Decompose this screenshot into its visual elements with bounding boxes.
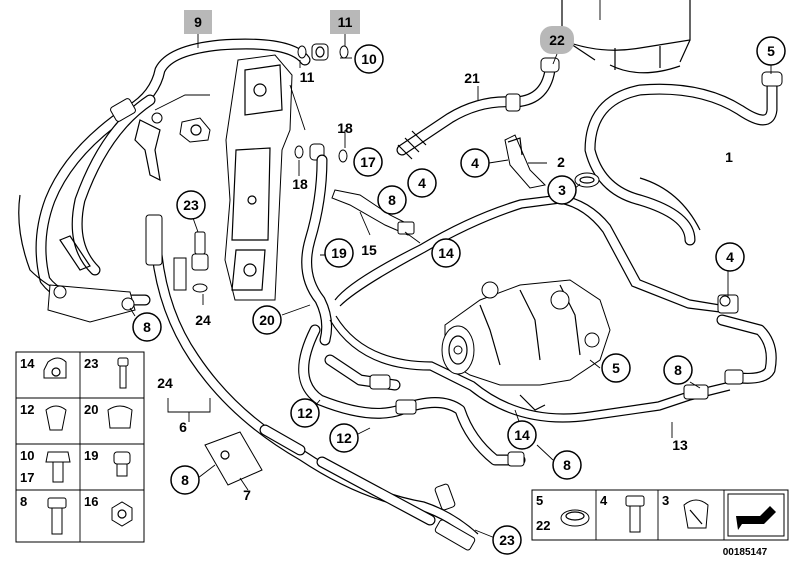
- line-13: [329, 194, 739, 423]
- legend-row2-a: 12: [20, 402, 34, 417]
- callout-22: 22: [549, 32, 565, 48]
- engine-bracket: [224, 54, 306, 301]
- callout-8e: 8: [181, 472, 189, 488]
- callout-5b-circle: [601, 353, 631, 383]
- callout-8c: 8: [674, 362, 682, 378]
- callout-4c: 4: [726, 249, 734, 265]
- legend-row3-b: 19: [84, 448, 98, 463]
- legend-row2-b: 20: [84, 402, 98, 417]
- callout-3: 3: [558, 182, 566, 198]
- callout-17: 17: [360, 154, 376, 170]
- hose-21: [396, 57, 560, 160]
- feed-line: [145, 214, 479, 551]
- callout-8e-circle: [170, 465, 200, 495]
- callout-10-circle: [354, 44, 384, 74]
- callout-15: 15: [361, 242, 377, 258]
- callout-14b: 14: [514, 427, 530, 443]
- callout-2: 2: [557, 154, 565, 170]
- callout-7: 7: [243, 487, 251, 503]
- callout-1: 1: [725, 149, 733, 165]
- seal-rings: [294, 43, 349, 163]
- callout-8a-circle: [377, 185, 407, 215]
- callout-14a-circle: [431, 238, 461, 268]
- callout-5a: 5: [767, 43, 775, 59]
- legend-row1-b: 23: [84, 356, 98, 371]
- highlight-22: [540, 26, 574, 54]
- callout-12a: 12: [297, 405, 313, 421]
- highlight-9: [184, 10, 212, 34]
- callout-23a-circle: [176, 190, 206, 220]
- hose-12: [298, 324, 526, 467]
- screw-23: [173, 231, 209, 293]
- bracket-7: [204, 431, 263, 486]
- fitting-4: [719, 295, 731, 307]
- legend-row4-b: 16: [84, 494, 98, 509]
- callout-8a: 8: [388, 192, 396, 208]
- callout-9: 9: [194, 14, 202, 30]
- legend-row4-a: 8: [20, 494, 27, 509]
- callout-23b-circle: [492, 525, 522, 555]
- callout-4a: 4: [471, 155, 479, 171]
- bracket-2: [504, 134, 547, 189]
- callout-12b-circle: [329, 423, 359, 453]
- callout-3-circle: [547, 175, 577, 205]
- callout-11: 11: [338, 14, 353, 30]
- callout-12b: 12: [336, 430, 352, 446]
- callout-20-circle: [252, 305, 282, 335]
- drawing-number: 00185147: [723, 547, 768, 558]
- legend-b-5: 5: [536, 493, 543, 508]
- bracket-left: [47, 284, 136, 323]
- hose-right: [716, 314, 777, 385]
- legend-left: 14 23 12 20 10 17 19 8 16: [15, 351, 145, 543]
- callout-4b-circle: [407, 168, 437, 198]
- hose-19: [301, 154, 333, 346]
- hose-1: [584, 71, 783, 246]
- legend-bottom: 5 22 4 3: [531, 489, 789, 541]
- callout-19-circle: [324, 238, 354, 268]
- callout-8b: 8: [143, 319, 151, 335]
- callout-24a: 24: [195, 312, 211, 328]
- callout-8b-circle: [132, 312, 162, 342]
- line-15: [331, 189, 415, 236]
- callout-4a-circle: [460, 148, 490, 178]
- callout-6: 6: [179, 419, 187, 435]
- callout-5a-circle: [756, 36, 786, 66]
- legend-row3-a: 10: [20, 448, 34, 463]
- valve-block: [134, 94, 211, 182]
- callout-21: 21: [464, 70, 480, 86]
- callout-24b: 24: [157, 375, 173, 391]
- legend-b-4: 4: [600, 493, 608, 508]
- callout-17-circle: [353, 147, 383, 177]
- callout-23a: 23: [183, 197, 199, 213]
- callout-13: 13: [672, 437, 688, 453]
- power-steering-pump: [441, 279, 611, 411]
- legend-row1-a: 14: [20, 356, 35, 371]
- legend-b-22: 22: [536, 518, 550, 533]
- callout-10: 10: [361, 51, 377, 67]
- callout-18b: 18: [292, 176, 308, 192]
- reservoir: [561, 0, 691, 74]
- callout-18a: 18: [337, 120, 353, 136]
- callout-12a-circle: [290, 398, 320, 428]
- callout-14b-circle: [507, 420, 537, 450]
- callout-19: 19: [331, 245, 347, 261]
- callout-4c-circle: [715, 242, 745, 272]
- callout-14a: 14: [438, 245, 454, 261]
- callout-20: 20: [259, 312, 275, 328]
- callout-5b: 5: [612, 360, 620, 376]
- clamp-3: [574, 172, 600, 188]
- legend-b-3: 3: [662, 493, 669, 508]
- callouts: 9 11 22 10 11 5 21 18 18 17 4 2 3 1 8 4 …: [132, 14, 786, 555]
- callout-4b: 4: [418, 175, 426, 191]
- callout-23b: 23: [499, 532, 515, 548]
- highlight-11: [330, 10, 360, 34]
- callout-8c-circle: [663, 355, 693, 385]
- callout-8d: 8: [563, 457, 571, 473]
- callout-11b: 11: [300, 69, 315, 85]
- legend-row3-a2: 17: [20, 470, 34, 485]
- callout-8d-circle: [552, 450, 582, 480]
